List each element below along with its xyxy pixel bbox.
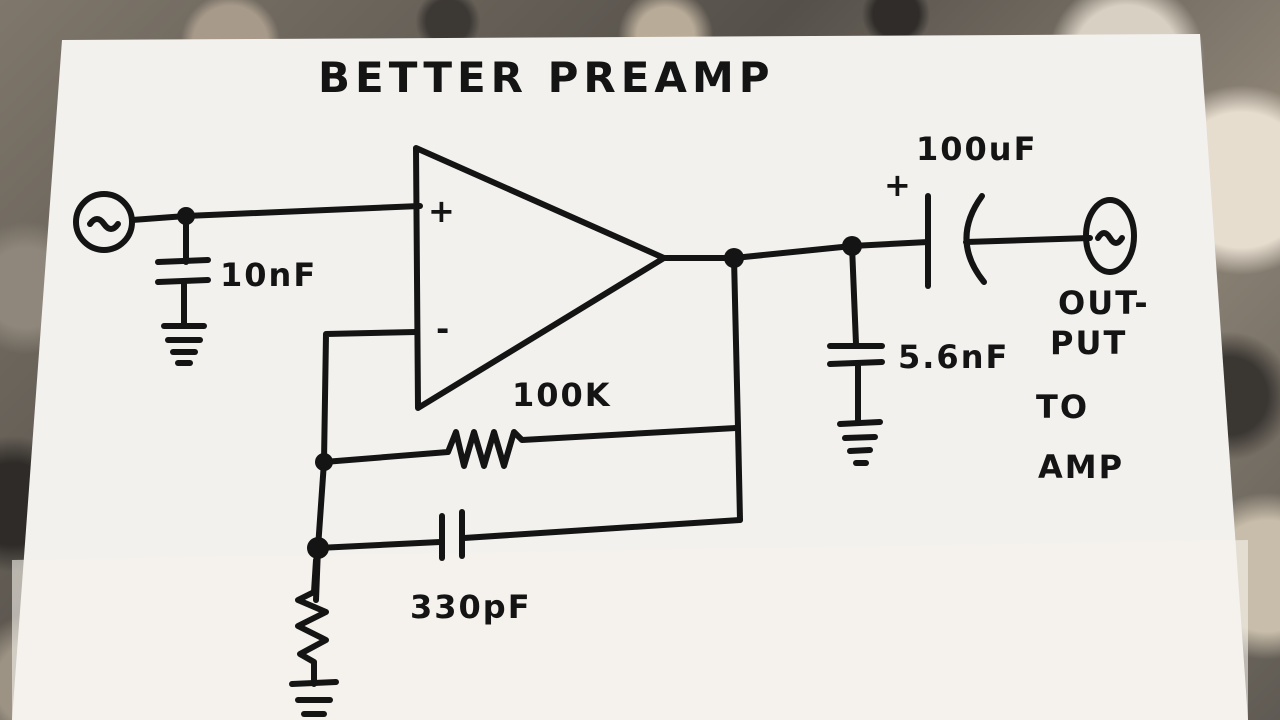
output-cap-label: 100uF (916, 130, 1037, 168)
output-label-line-1: OUT- (1058, 284, 1150, 322)
opamp-plus-label: + (428, 192, 457, 230)
opamp-minus-label: - (436, 310, 451, 348)
output-wire (661, 239, 931, 261)
input-cap-label: 10nF (220, 256, 317, 294)
input-capacitor-symbol (155, 213, 211, 366)
feedback-resistor-label: 100K (512, 376, 612, 414)
output-jack-icon (1083, 197, 1137, 275)
ground-resistor-ground (289, 679, 339, 687)
opamp-triangle (413, 145, 667, 411)
output-shunt-cap-label: 5.6nF (898, 338, 1009, 376)
ground-resistor-symbol (295, 557, 329, 687)
output-shunt-capacitor-symbol (827, 243, 885, 466)
output-label-line-4: AMP (1038, 448, 1124, 486)
feedback-cap-label: 330pF (410, 588, 532, 626)
feedback-resistor-symbol (321, 425, 739, 469)
output-label-line-3: TO (1036, 388, 1089, 426)
output-cap-wire (963, 235, 1093, 245)
feedback-cap-wire-right (461, 517, 743, 541)
diagram-title: BETTER PREAMP (318, 53, 775, 102)
feedback-cap-wire-left (315, 539, 443, 551)
paper-highlight (12, 540, 1248, 720)
output-label-line-2: PUT (1050, 324, 1127, 362)
output-cap-polarity: + (884, 166, 913, 204)
